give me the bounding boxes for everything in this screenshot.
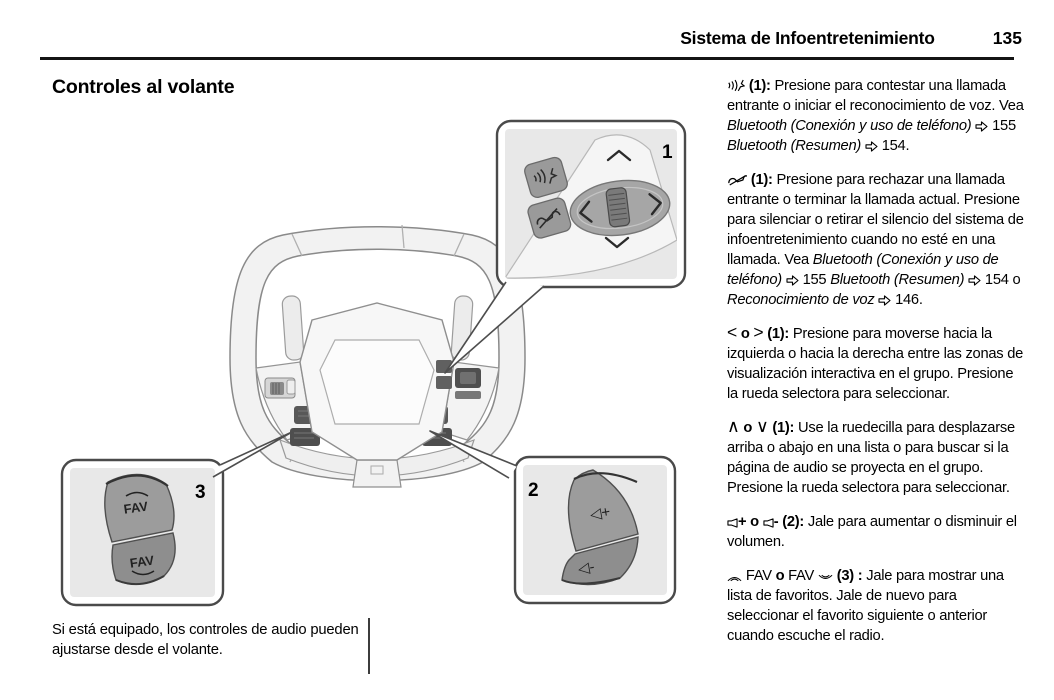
steering-wheel-diagram-svg: 1 ◁+ ◁- 2 bbox=[60, 119, 687, 607]
steering-wheel-figure: 1 ◁+ ◁- 2 bbox=[40, 110, 700, 615]
text-segment: Presione para contestar una llamada entr… bbox=[727, 78, 1024, 114]
text-segment: - bbox=[773, 514, 779, 530]
steering-hub bbox=[299, 302, 455, 488]
text-segment: < bbox=[727, 322, 737, 342]
body-text-column: (1): Presione para contestar una llamada… bbox=[727, 76, 1027, 660]
speaker-icon bbox=[763, 518, 774, 528]
text-segment: ∧ bbox=[727, 416, 740, 436]
section-title: Controles al volante bbox=[52, 76, 235, 98]
fav-down-label: FAV bbox=[129, 552, 155, 570]
column-divider bbox=[368, 618, 370, 674]
paragraph-horizontal-select: < o > (1): Presione para moverse hacia l… bbox=[727, 322, 1027, 404]
voice-recognition-icon bbox=[533, 168, 558, 184]
text-segment: 146. bbox=[891, 292, 923, 308]
chevron-right-icon bbox=[648, 193, 662, 216]
page-reference-arrow-icon bbox=[975, 121, 988, 132]
text-segment: Jale para mostrar una lista de favoritos… bbox=[727, 568, 1004, 644]
callout-box-3: FAV FAV 3 bbox=[60, 458, 225, 607]
text-segment: > bbox=[753, 322, 764, 342]
text-segment: (1): bbox=[745, 78, 775, 94]
paragraph-volume: + o - (2): Jale para aumentar o disminui… bbox=[727, 512, 1027, 552]
text-segment: Bluetooth (Conexión y uso de teléfono) bbox=[727, 252, 999, 288]
callout-label-3: 3 bbox=[195, 482, 206, 503]
text-segment: Reconocimiento de voz bbox=[727, 292, 875, 308]
controls-closeup bbox=[505, 134, 677, 279]
text-segment: Bluetooth (Resumen) bbox=[727, 138, 862, 154]
text-segment: o bbox=[746, 514, 763, 530]
text-segment: 154. bbox=[877, 138, 910, 154]
text-segment: 155 bbox=[798, 272, 831, 288]
fav-prev-arc-icon bbox=[131, 570, 155, 576]
page-header: Sistema de Infoentretenimiento 135 bbox=[40, 28, 1022, 49]
text-segment: FAV bbox=[742, 568, 776, 584]
text-segment: Presione para rechazar una llamada entra… bbox=[727, 172, 1024, 268]
text-segment: Bluetooth (Conexión y uso de teléfono) bbox=[727, 118, 972, 134]
header-rule bbox=[40, 57, 1014, 60]
volume-rocker-closeup: ◁+ ◁- bbox=[561, 469, 639, 586]
paragraph-favorites: FAV o FAV (3) : Jale para mostrar una li… bbox=[727, 566, 1027, 646]
volume-down-glyph: ◁- bbox=[577, 558, 596, 578]
fav-prev-arc-icon bbox=[818, 574, 833, 582]
decline-call-icon bbox=[536, 208, 561, 229]
chevron-left-icon bbox=[579, 200, 593, 223]
text-segment: ∨ bbox=[755, 416, 769, 436]
page-number: 135 bbox=[992, 28, 1022, 48]
left-paddle bbox=[281, 295, 305, 361]
page-reference-arrow-icon bbox=[865, 141, 878, 152]
text-segment: o bbox=[775, 568, 785, 584]
chapter-title: Sistema de Infoentretenimiento bbox=[680, 28, 935, 48]
text-segment: + bbox=[738, 514, 747, 530]
voice-button bbox=[524, 156, 568, 198]
text-segment: (3) : bbox=[832, 568, 867, 584]
caret-down-icon bbox=[604, 236, 630, 249]
text-segment: 154 o bbox=[981, 272, 1021, 288]
text-segment: (1): bbox=[763, 326, 793, 342]
fav-next-arc-icon bbox=[125, 491, 149, 497]
text-segment: (1): bbox=[747, 172, 777, 188]
selector-pad bbox=[569, 179, 671, 237]
callout-box-1: 1 bbox=[495, 119, 687, 289]
paragraph-answer-call: (1): Presione para contestar una llamada… bbox=[727, 76, 1027, 156]
scroll-wheel bbox=[605, 187, 631, 228]
paragraph-vertical-scroll: ∧ o ∨ (1): Use la ruedecilla para despla… bbox=[727, 416, 1027, 498]
page-reference-arrow-icon bbox=[786, 275, 799, 286]
callout-box-2: ◁+ ◁- 2 bbox=[513, 455, 677, 605]
leader-line-2 bbox=[429, 430, 518, 479]
text-segment: FAV bbox=[784, 568, 818, 584]
text-segment: (2): bbox=[778, 514, 808, 530]
speaker-icon bbox=[727, 518, 738, 528]
fav-rocker-closeup: FAV FAV bbox=[104, 473, 176, 586]
callout-label-2: 2 bbox=[528, 480, 539, 501]
page-reference-arrow-icon bbox=[878, 295, 891, 306]
callout-label-1: 1 bbox=[662, 142, 673, 163]
text-segment: 155 bbox=[988, 118, 1016, 134]
caret-up-icon bbox=[606, 149, 632, 162]
text-segment: Use la ruedecilla para desplazarse arrib… bbox=[727, 420, 1015, 496]
paragraph-decline-call: (1): Presione para rechazar una llamada … bbox=[727, 170, 1027, 310]
fav-up-label: FAV bbox=[123, 498, 149, 516]
left-spoke-buttons bbox=[264, 377, 296, 399]
figure-caption: Si está equipado, los controles de audio… bbox=[52, 622, 359, 658]
volume-up-glyph: ◁+ bbox=[589, 503, 612, 523]
text-segment: Presione para moverse hacia la izquierda… bbox=[727, 326, 1024, 402]
text-segment: o bbox=[736, 326, 754, 342]
text-segment: Jale para aumentar o disminuir el volume… bbox=[727, 514, 1017, 550]
leader-line-1 bbox=[444, 281, 545, 374]
text-segment: o bbox=[739, 420, 756, 436]
voice-recognition-icon bbox=[727, 78, 746, 92]
leader-line-3 bbox=[212, 431, 293, 478]
page-reference-arrow-icon bbox=[968, 275, 981, 286]
text-segment: Bluetooth (Resumen) bbox=[830, 272, 965, 288]
text-segment: (1): bbox=[768, 420, 799, 436]
fav-next-arc-icon bbox=[727, 574, 742, 582]
decline-call-icon bbox=[727, 174, 751, 186]
